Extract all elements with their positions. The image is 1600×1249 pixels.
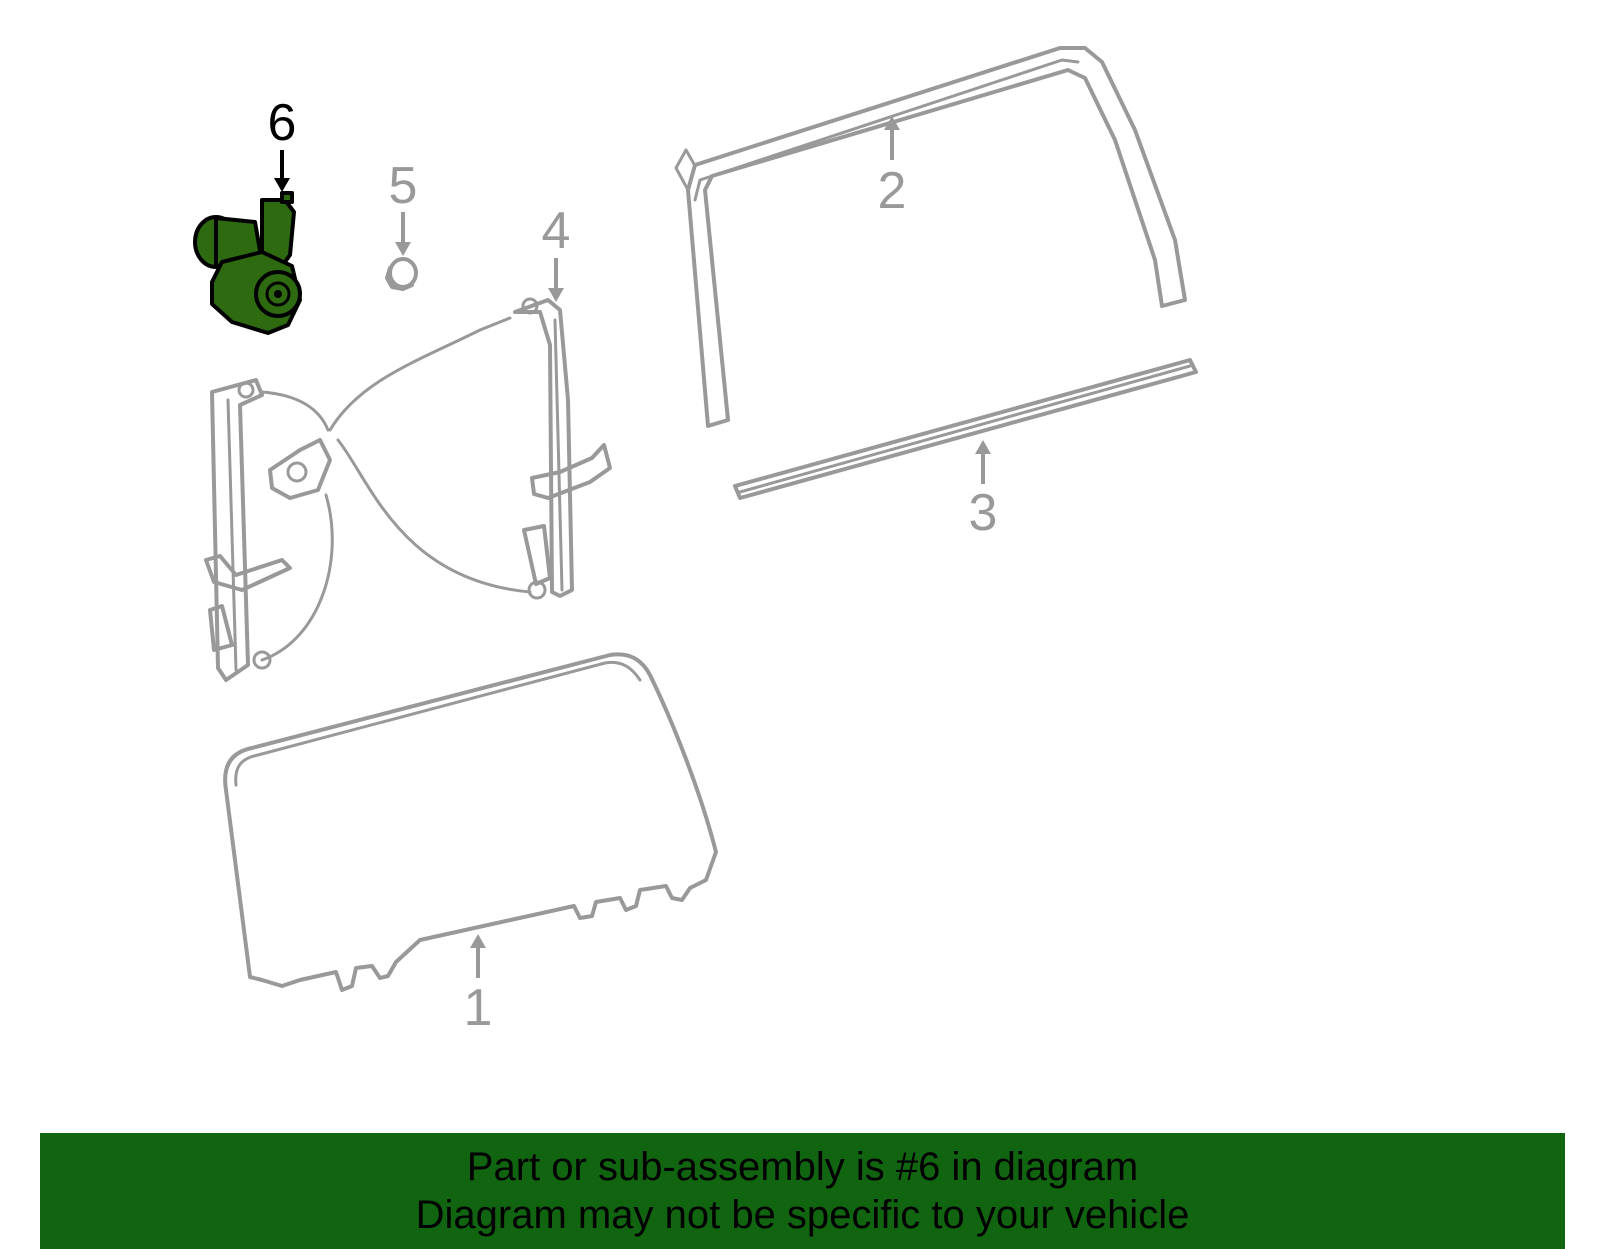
part-4-window-regulator[interactable] xyxy=(204,297,612,682)
callout-1: 1 xyxy=(464,934,493,1037)
callout-3: 3 xyxy=(969,440,998,542)
svg-text:3: 3 xyxy=(969,484,998,542)
notice-banner: Part or sub-assembly is #6 in diagram Di… xyxy=(40,1133,1565,1249)
callout-4: 4 xyxy=(542,202,571,302)
callout-5: 5 xyxy=(389,157,418,256)
svg-text:6: 6 xyxy=(268,94,297,152)
svg-text:5: 5 xyxy=(389,157,418,215)
part-2-glass-run-channel[interactable] xyxy=(674,46,1187,428)
svg-text:1: 1 xyxy=(464,979,493,1037)
part-1-door-glass[interactable] xyxy=(223,652,718,992)
callout-2: 2 xyxy=(878,116,907,220)
part-5-nut[interactable] xyxy=(385,257,418,291)
banner-line-disclaimer: Diagram may not be specific to your vehi… xyxy=(415,1193,1190,1237)
part-6-window-motor[interactable] xyxy=(193,191,302,335)
svg-text:2: 2 xyxy=(878,162,907,220)
banner-line-part-number: Part or sub-assembly is #6 in diagram xyxy=(466,1145,1139,1189)
part-3-belt-weatherstrip[interactable] xyxy=(733,358,1198,500)
svg-text:4: 4 xyxy=(542,202,571,260)
callout-6: 6 xyxy=(268,94,297,192)
